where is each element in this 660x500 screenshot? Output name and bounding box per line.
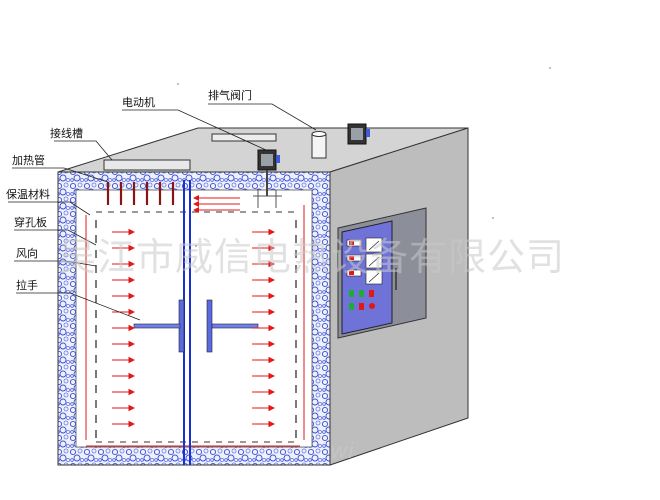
label-perforated-plate: 穿孔板	[14, 215, 47, 229]
wiring-slot	[103, 159, 191, 171]
wind-arrows-right	[252, 228, 276, 428]
door-latch-right	[206, 299, 213, 353]
motor-front	[257, 149, 280, 196]
inner-chamber	[75, 189, 313, 448]
label-motor: 电动机	[122, 95, 155, 109]
label-wind-direction: 风向	[16, 246, 38, 260]
top-air-arrows	[193, 195, 240, 213]
exhaust-valve	[311, 131, 327, 159]
roof-duct	[211, 133, 277, 142]
control-panel-displays	[346, 237, 383, 285]
heating-tubes	[106, 182, 175, 205]
leader-lines	[8, 103, 317, 321]
label-heating-tube: 加热管	[12, 153, 45, 167]
control-panel-buttons	[349, 290, 375, 310]
motor-rear	[347, 123, 370, 145]
watermark-tail: wi	[330, 439, 354, 464]
label-insulation: 保温材料	[6, 187, 50, 201]
label-wiring-slot: 接线槽	[50, 126, 83, 140]
fan-blades	[253, 190, 282, 208]
stray-dots	[177, 67, 551, 247]
handle-left	[133, 323, 181, 329]
label-handle: 拉手	[16, 278, 38, 292]
watermark-text: 吴江市威信电热设备有限公司	[58, 235, 565, 279]
label-exhaust-valve: 排气阀门	[208, 88, 252, 102]
handle-right	[211, 323, 259, 329]
wind-arrows-left	[112, 228, 136, 428]
